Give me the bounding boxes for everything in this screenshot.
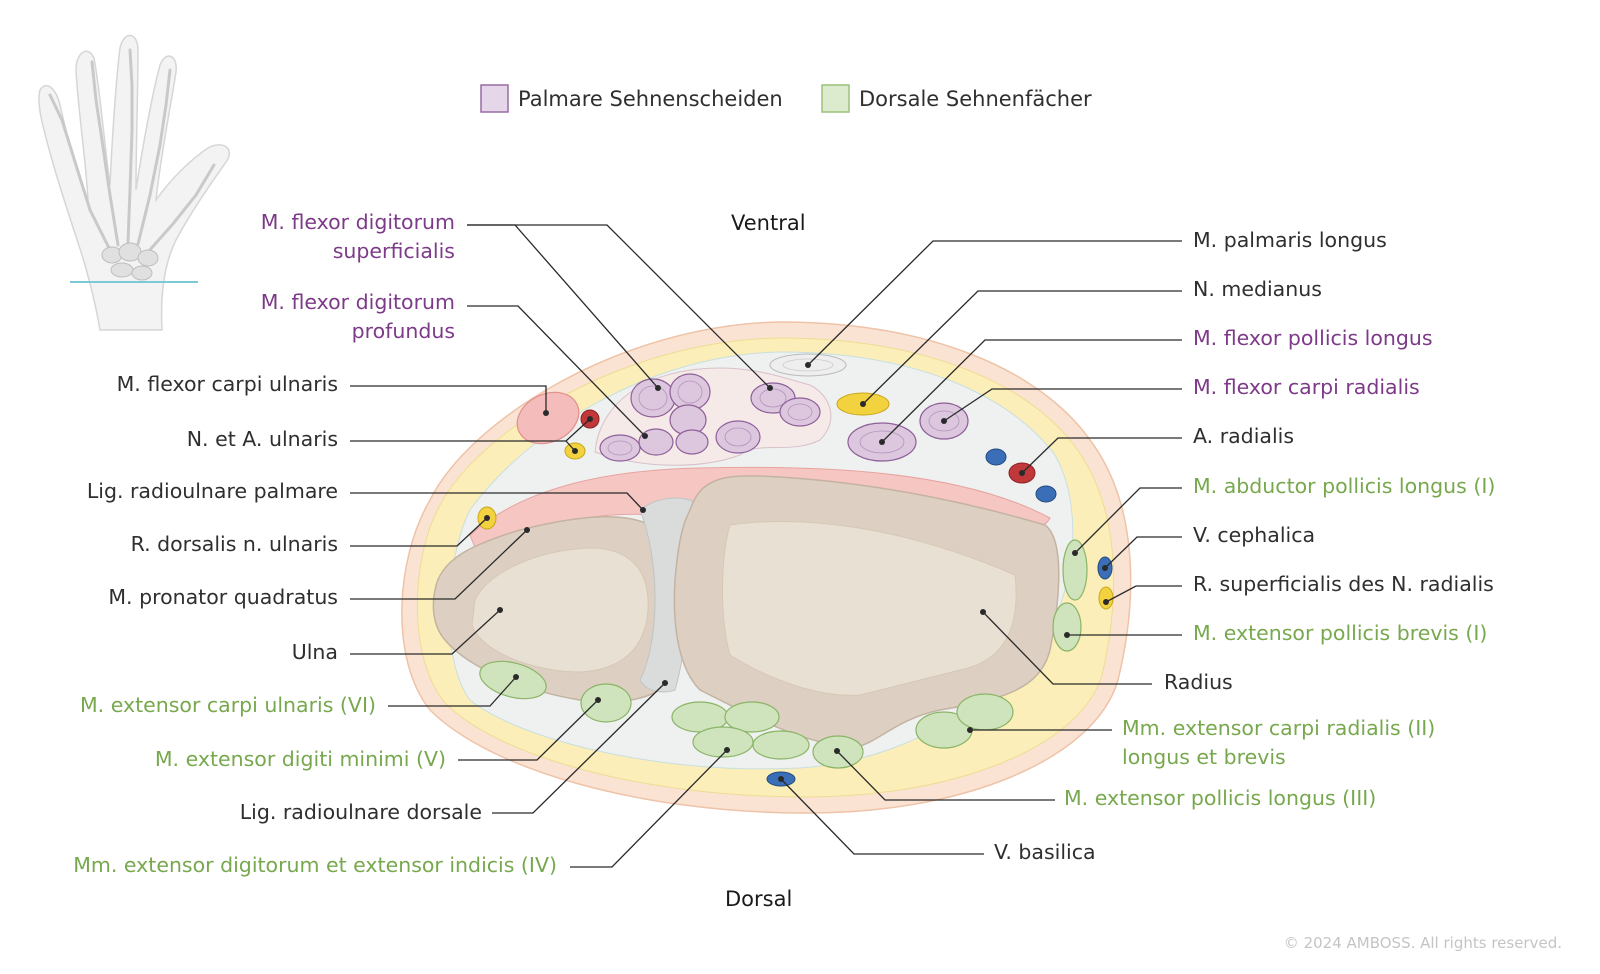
orientation-ventral: Ventral xyxy=(731,211,806,235)
label-edm: M. extensor digiti minimi (V) xyxy=(155,747,446,771)
label-n-medianus: N. medianus xyxy=(1193,277,1322,301)
orientation-dorsal: Dorsal xyxy=(725,887,792,911)
flexor-carpi-ulnaris xyxy=(516,391,580,445)
superficial-radial-nerve xyxy=(1098,586,1114,610)
label-apl: M. abductor pollicis longus (I) xyxy=(1193,474,1495,498)
legend-label-palmar: Palmare Sehnenscheiden xyxy=(518,87,783,111)
left-labels: M. flexor digitorum superficialis M. fle… xyxy=(73,210,557,877)
extensor-digiti-minimi xyxy=(580,683,632,723)
legend-swatch-palmar xyxy=(480,84,509,113)
label-v-basilica: V. basilica xyxy=(994,840,1096,864)
cross-section xyxy=(401,321,1132,814)
label-lig-radioulnare-palmare: Lig. radioulnare palmare xyxy=(87,479,338,503)
legend: Palmare Sehnenscheiden Dorsale Sehnenfäc… xyxy=(480,84,1092,113)
label-fcu: M. flexor carpi ulnaris xyxy=(117,372,338,396)
label-r-superficialis-n-radialis: R. superficialis des N. radialis xyxy=(1193,572,1494,596)
label-ecr-line1: Mm. extensor carpi radialis (II) xyxy=(1122,716,1435,740)
label-epb: M. extensor pollicis brevis (I) xyxy=(1193,621,1487,645)
label-extensor-digitorum-indicis: Mm. extensor digitorum et extensor indic… xyxy=(73,853,557,877)
right-labels: M. palmaris longus N. medianus M. flexor… xyxy=(994,228,1495,864)
copyright-notice: © 2024 AMBOSS. All rights reserved. xyxy=(1284,934,1562,952)
label-ecu: M. extensor carpi ulnaris (VI) xyxy=(80,693,376,717)
legend-label-dorsal: Dorsale Sehnenfächer xyxy=(859,87,1092,111)
extensor-digitorum-group xyxy=(671,701,810,760)
label-fds-line1: M. flexor digitorum xyxy=(261,210,455,234)
label-ulnar-nerve-artery: N. et A. ulnaris xyxy=(187,427,338,451)
label-ulna: Ulna xyxy=(292,640,338,664)
label-lig-radioulnare-dorsale: Lig. radioulnare dorsale xyxy=(240,800,482,824)
label-v-cephalica: V. cephalica xyxy=(1193,523,1315,547)
hand-skeleton-thumbnail xyxy=(38,34,231,331)
label-fcr: M. flexor carpi radialis xyxy=(1193,375,1420,399)
leader-lines xyxy=(350,224,1182,868)
label-ecr-line2: longus et brevis xyxy=(1122,745,1286,769)
label-fdp-line2: profundus xyxy=(352,319,455,343)
label-fds-line2: superficialis xyxy=(333,239,455,263)
label-fdp-line1: M. flexor digitorum xyxy=(261,290,455,314)
label-r-dorsalis-n-ulnaris: R. dorsalis n. ulnaris xyxy=(131,532,338,556)
label-a-radialis: A. radialis xyxy=(1193,424,1294,448)
label-fpl: M. flexor pollicis longus xyxy=(1193,326,1433,350)
label-epl: M. extensor pollicis longus (III) xyxy=(1064,786,1376,810)
label-radius: Radius xyxy=(1164,670,1233,694)
extensor-pollicis-brevis xyxy=(1052,602,1082,652)
label-palmaris-longus: M. palmaris longus xyxy=(1193,228,1387,252)
label-pronator-quadratus: M. pronator quadratus xyxy=(108,585,338,609)
legend-swatch-dorsal xyxy=(821,84,850,113)
abductor-pollicis-longus xyxy=(1062,539,1088,601)
